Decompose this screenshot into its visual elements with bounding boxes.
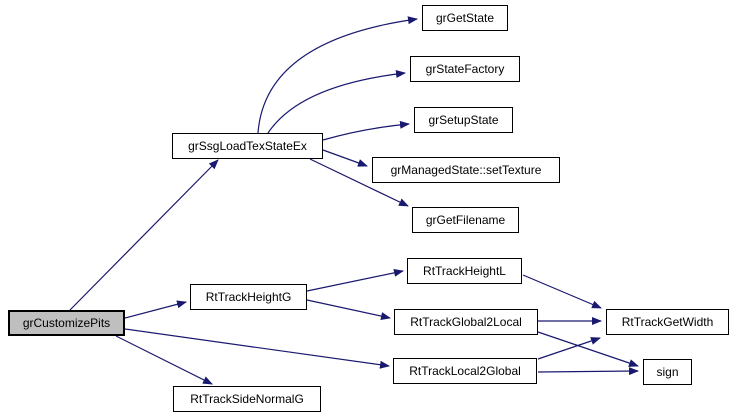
node-RtTrackHeightL[interactable]: RtTrackHeightL — [407, 258, 522, 284]
edge-grSsgLoadTexStateEx-to-grGetFilename — [309, 158, 409, 207]
edge-RtTrackLocal2Global-to-sign — [537, 367, 639, 376]
node-grStateFactory[interactable]: grStateFactory — [410, 56, 520, 82]
node-label: grSetupState — [428, 113, 499, 127]
node-label: grCustomizePits — [22, 316, 111, 330]
node-grCustomizePits: grCustomizePits — [8, 310, 125, 336]
node-grGetState[interactable]: grGetState — [422, 5, 508, 31]
edge-RtTrackHeightL-to-RtTrackGetWidth — [522, 274, 602, 309]
node-grSetupState[interactable]: grSetupState — [414, 107, 513, 133]
node-grGetFilename[interactable]: grGetFilename — [412, 207, 519, 233]
edge-grCustomizePits-to-RtTrackHeightG — [124, 300, 187, 319]
node-label: RtTrackHeightG — [205, 290, 292, 304]
edge-grSsgLoadTexStateEx-to-grGetState — [257, 16, 418, 134]
node-RtTrackSideNormalG[interactable]: RtTrackSideNormalG — [173, 386, 321, 412]
edge-RtTrackHeightG-to-RtTrackGlobal2Local — [306, 299, 391, 321]
node-label: RtTrackSideNormalG — [190, 392, 304, 406]
node-label: RtTrackGetWidth — [621, 315, 714, 329]
node-RtTrackHeightG[interactable]: RtTrackHeightG — [190, 284, 307, 310]
node-label: RtTrackHeightL — [423, 264, 506, 278]
node-label: sign — [656, 365, 679, 379]
node-label: grStateFactory — [425, 62, 505, 76]
edge-RtTrackHeightG-to-RtTrackHeightL — [306, 268, 404, 292]
node-label: RtTrackGlobal2Local — [410, 315, 522, 329]
node-RtTrackLocal2Global[interactable]: RtTrackLocal2Global — [393, 358, 537, 384]
edge-grCustomizePits-to-RtTrackLocal2Global — [124, 328, 390, 369]
node-grManagedState_setTexture[interactable]: grManagedState::setTexture — [372, 157, 560, 183]
node-RtTrackGlobal2Local[interactable]: RtTrackGlobal2Local — [394, 309, 538, 335]
edge-grSsgLoadTexStateEx-to-grStateFactory — [267, 70, 406, 134]
node-label: RtTrackLocal2Global — [409, 364, 521, 378]
node-label: grSsgLoadTexStateEx — [188, 139, 307, 153]
edge-RtTrackGlobal2Local-to-sign — [537, 331, 639, 367]
node-label: grGetFilename — [425, 213, 506, 227]
node-RtTrackGetWidth[interactable]: RtTrackGetWidth — [606, 309, 729, 335]
node-grSsgLoadTexStateEx[interactable]: grSsgLoadTexStateEx — [172, 133, 323, 159]
node-label: grGetState — [435, 11, 495, 25]
edge-grCustomizePits-to-grSsgLoadTexStateEx — [69, 159, 219, 311]
node-sign[interactable]: sign — [643, 359, 692, 385]
edge-grSsgLoadTexStateEx-to-grSetupState — [322, 120, 410, 141]
edge-RtTrackLocal2Global-to-RtTrackGetWidth — [537, 337, 601, 360]
edge-grSsgLoadTexStateEx-to-grManagedState_setTexture — [322, 149, 368, 167]
node-label: grManagedState::setTexture — [390, 163, 542, 177]
edge-grCustomizePits-to-RtTrackSideNormalG — [115, 335, 213, 385]
